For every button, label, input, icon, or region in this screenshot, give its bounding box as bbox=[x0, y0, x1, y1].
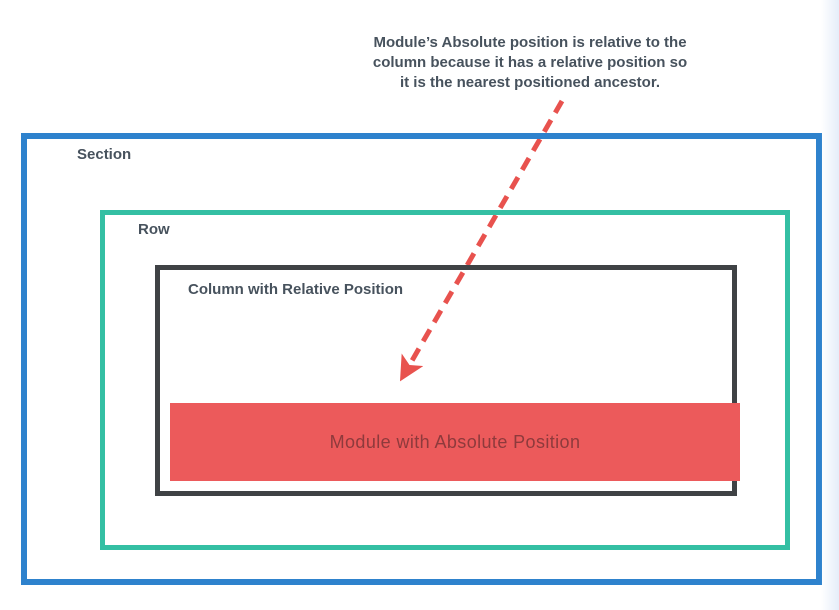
right-edge-gradient bbox=[821, 0, 839, 610]
annotation-line-2: column because it has a relative positio… bbox=[372, 54, 688, 71]
module-box: Module with Absolute Position bbox=[170, 403, 740, 481]
section-label: Section bbox=[77, 146, 132, 163]
row-label: Row bbox=[138, 221, 170, 238]
column-label: Column with Relative Position bbox=[188, 281, 404, 298]
column-box: Column with Relative Position bbox=[155, 265, 737, 496]
annotation-text: Module’s Absolute position is relative t… bbox=[300, 33, 760, 93]
annotation-line-3: it is the nearest positioned ancestor. bbox=[399, 74, 661, 91]
section-box: Section bbox=[21, 133, 822, 585]
annotation-line-1: Module’s Absolute position is relative t… bbox=[373, 34, 687, 51]
row-box: Row bbox=[100, 210, 790, 550]
module-label: Module with Absolute Position bbox=[329, 431, 581, 452]
